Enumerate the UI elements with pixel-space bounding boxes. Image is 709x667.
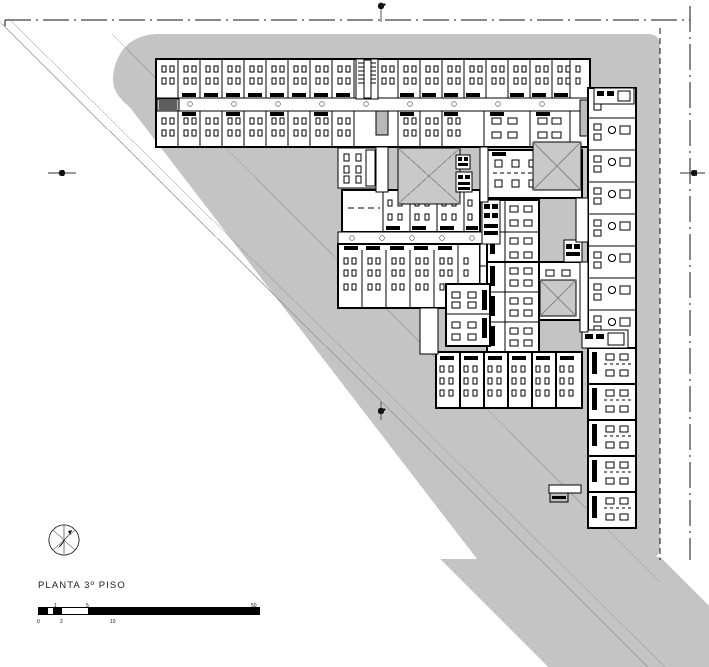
scale-bot-10: 10 <box>110 619 116 625</box>
scale-bar: 1 5 50 0 2 10 <box>37 603 260 626</box>
service-core-1 <box>455 154 471 170</box>
studio-block <box>445 283 491 347</box>
light-well-a <box>397 147 461 205</box>
scale-bot-0: 0 <box>37 619 40 625</box>
south-wing <box>435 351 583 409</box>
axis-markers <box>48 2 705 420</box>
connecting-corridors <box>375 146 589 355</box>
light-well-c <box>539 279 577 317</box>
stair-core-north <box>355 58 379 100</box>
corridor-link <box>548 484 582 494</box>
east-wing <box>587 87 637 529</box>
light-well-b <box>532 141 582 191</box>
light-well-d <box>337 147 377 189</box>
axis-marker-right <box>680 169 705 177</box>
plan-title-block: PLANTA 3º PISO <box>38 580 126 591</box>
plan-title: PLANTA 3º PISO <box>38 580 126 591</box>
property-line <box>4 6 691 560</box>
scale-bot-2: 2 <box>60 619 63 625</box>
north-arrow <box>48 524 80 556</box>
axis-marker-middle <box>377 402 386 420</box>
central-east-offices <box>486 261 540 353</box>
service-cores <box>455 87 635 503</box>
service-core-2 <box>455 171 473 193</box>
service-core-6 <box>593 87 635 105</box>
service-core-4 <box>563 239 583 263</box>
axis-marker-left <box>48 169 76 177</box>
scale-bar-graphic <box>38 607 260 615</box>
scale-top-1: 1 <box>54 603 57 609</box>
scale-top-50: 50 <box>251 603 257 609</box>
service-core-3 <box>481 199 501 245</box>
light-wells <box>337 141 582 317</box>
scale-top-5: 5 <box>86 603 89 609</box>
stair-core-west <box>156 98 180 112</box>
north-wing <box>155 58 591 148</box>
service-core-7 <box>581 329 629 349</box>
axis-marker-top <box>377 2 386 22</box>
